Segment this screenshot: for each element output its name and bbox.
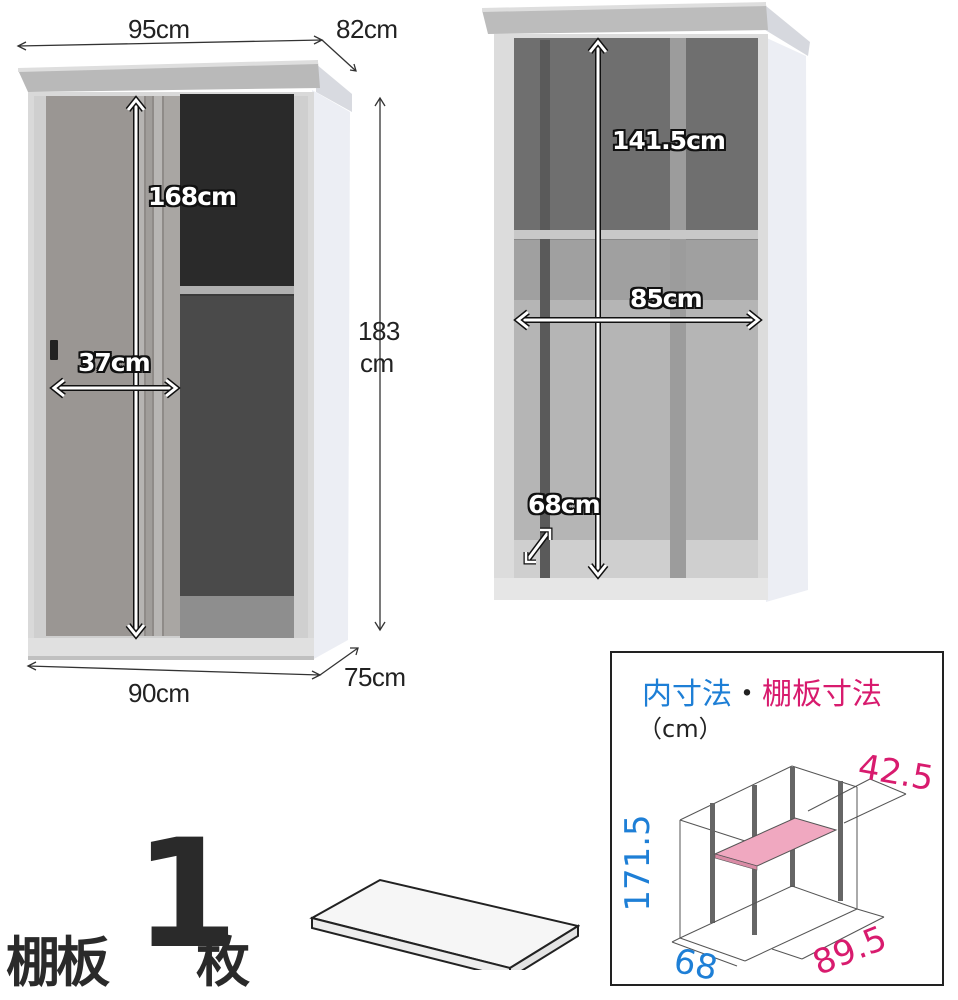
shelf-board-icon <box>309 878 580 970</box>
right-shed-illustration: 141.5cm 85cm 68cm <box>470 0 830 610</box>
dimensions-legend: 内寸法・棚板寸法 （cm） 171.5 68 89. <box>610 651 944 990</box>
base-width-label: 90cm <box>128 678 190 708</box>
interior-depth-label: 68cm <box>528 490 601 519</box>
legend-unit: （cm） <box>638 715 723 743</box>
legend-frame-diagram <box>671 765 907 967</box>
left-shed-illustration: 95cm 82cm 183 cm 90cm 75cm 168cm 37cm <box>0 0 440 720</box>
legend-title-shelf: 棚板寸法 <box>762 677 882 712</box>
left-shed-drawing <box>16 35 386 680</box>
legend-depth-value: 68 <box>670 940 721 990</box>
shelf-count-unit: 枚 <box>196 931 250 994</box>
height-value-label: 183 <box>358 316 400 346</box>
base-depth-label: 75cm <box>344 662 406 692</box>
door-opening-width-label: 37cm <box>78 348 151 377</box>
legend-title-inner: 内寸法 <box>642 677 732 712</box>
interior-height-label: 141.5cm <box>612 126 726 155</box>
legend-height-value: 171.5 <box>618 814 658 912</box>
outer-width-label: 95cm <box>128 14 190 44</box>
shelf-label: 棚板 <box>6 931 110 994</box>
right-shed-drawing <box>482 2 810 602</box>
height-unit-label: cm <box>360 348 394 378</box>
door-opening-height-label: 168cm <box>148 182 237 211</box>
legend-title: 内寸法・棚板寸法 <box>642 669 882 713</box>
shelf-count-number: 1 <box>134 808 239 982</box>
outer-depth-label: 82cm <box>336 14 398 44</box>
interior-width-label: 85cm <box>630 284 703 313</box>
legend-separator: ・ <box>732 677 762 712</box>
